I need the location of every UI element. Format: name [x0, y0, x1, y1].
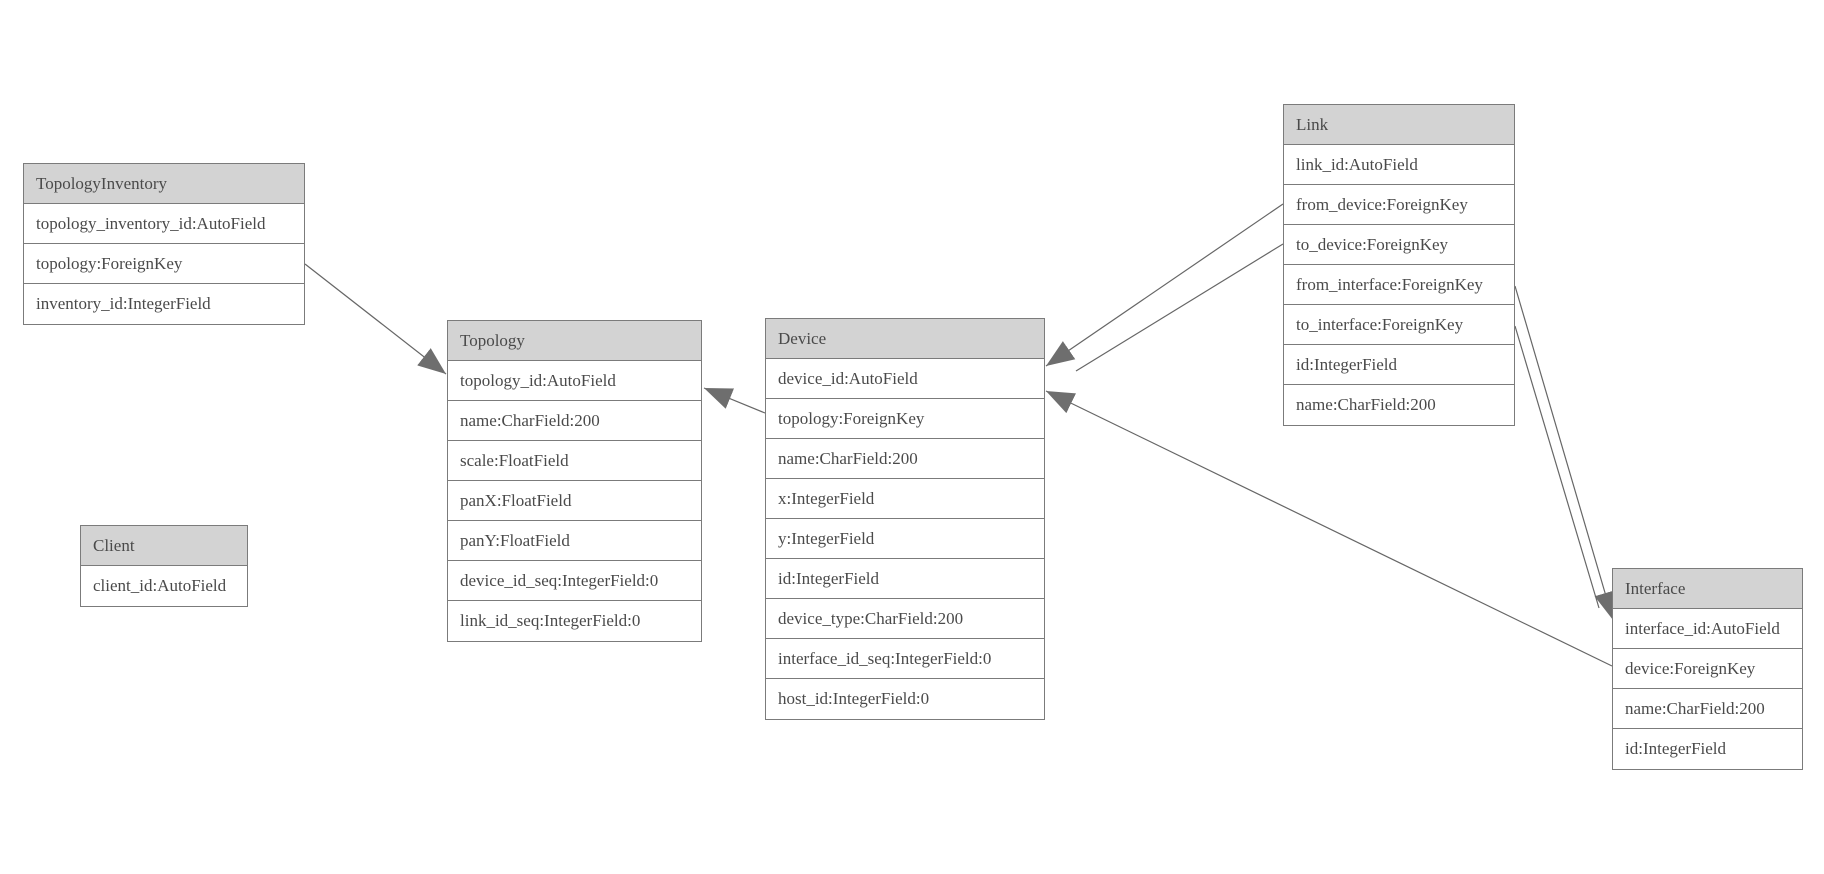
field-row: interface_id:AutoField [1613, 609, 1802, 649]
field-row: link_id_seq:IntegerField:0 [448, 601, 701, 641]
field-row: scale:FloatField [448, 441, 701, 481]
field-row: link_id:AutoField [1284, 145, 1514, 185]
entity-title: Device [766, 319, 1044, 359]
entity-title: Interface [1613, 569, 1802, 609]
field-row: inventory_id:IntegerField [24, 284, 304, 324]
entity-topologyinventory: TopologyInventory topology_inventory_id:… [23, 163, 305, 325]
edge-link-to-device [1075, 243, 1284, 372]
field-row: y:IntegerField [766, 519, 1044, 559]
field-row: topology:ForeignKey [24, 244, 304, 284]
edge-link-from-interface [1514, 285, 1616, 621]
field-row: name:CharField:200 [448, 401, 701, 441]
edge-link-from-device [1045, 203, 1284, 367]
entity-client: Client client_id:AutoField [80, 525, 248, 607]
field-row: topology_id:AutoField [448, 361, 701, 401]
field-row: name:CharField:200 [1613, 689, 1802, 729]
field-row: name:CharField:200 [1284, 385, 1514, 425]
entity-title: TopologyInventory [24, 164, 304, 204]
entity-interface: Interface interface_id:AutoField device:… [1612, 568, 1803, 770]
edge-link-to-interface [1514, 325, 1600, 609]
field-row: topology_inventory_id:AutoField [24, 204, 304, 244]
edge-interface-device [1045, 390, 1613, 667]
field-row: id:IntegerField [1284, 345, 1514, 385]
field-row: panX:FloatField [448, 481, 701, 521]
field-row: host_id:IntegerField:0 [766, 679, 1044, 719]
field-row: from_interface:ForeignKey [1284, 265, 1514, 305]
field-row: to_device:ForeignKey [1284, 225, 1514, 265]
field-row: x:IntegerField [766, 479, 1044, 519]
entity-title: Topology [448, 321, 701, 361]
field-row: name:CharField:200 [766, 439, 1044, 479]
field-row: id:IntegerField [766, 559, 1044, 599]
field-row: topology:ForeignKey [766, 399, 1044, 439]
entity-title: Client [81, 526, 247, 566]
entity-topology: Topology topology_id:AutoField name:Char… [447, 320, 702, 642]
field-row: from_device:ForeignKey [1284, 185, 1514, 225]
field-row: device:ForeignKey [1613, 649, 1802, 689]
field-row: id:IntegerField [1613, 729, 1802, 769]
field-row: interface_id_seq:IntegerField:0 [766, 639, 1044, 679]
field-row: device_type:CharField:200 [766, 599, 1044, 639]
field-row: device_id:AutoField [766, 359, 1044, 399]
field-row: to_interface:ForeignKey [1284, 305, 1514, 345]
entity-device: Device device_id:AutoField topology:Fore… [765, 318, 1045, 720]
edge-device-topology [703, 387, 766, 414]
field-row: device_id_seq:IntegerField:0 [448, 561, 701, 601]
entity-title: Link [1284, 105, 1514, 145]
edge-topologyinventory-topology [304, 263, 447, 375]
field-row: panY:FloatField [448, 521, 701, 561]
entity-link: Link link_id:AutoField from_device:Forei… [1283, 104, 1515, 426]
field-row: client_id:AutoField [81, 566, 247, 606]
